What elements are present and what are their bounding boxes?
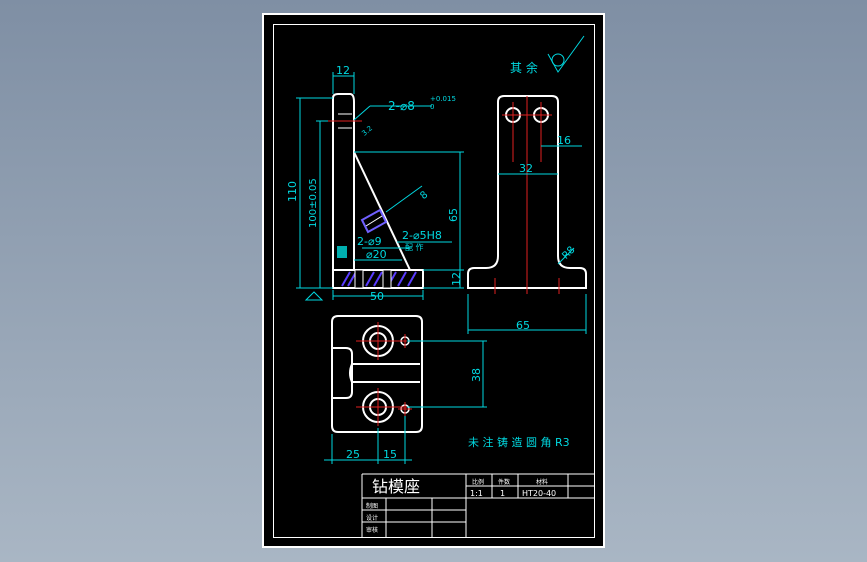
dim-hole-callout: 2-⌀8 — [388, 99, 415, 113]
dim-rib-height: 65 — [447, 208, 460, 222]
dim-top-width: 12 — [336, 64, 350, 77]
drawing-frame — [273, 24, 595, 538]
roughness-symbol — [547, 35, 585, 73]
top-slot-left — [332, 347, 353, 399]
dim-counterbore: ⌀20 — [366, 248, 387, 261]
dim-hole-tol-lower: 0 — [430, 103, 434, 111]
top-dim-hole-spacing: 38 — [470, 368, 483, 382]
pin-hole-section — [360, 208, 388, 234]
front-plate-outline — [332, 93, 355, 270]
top-slot — [349, 363, 420, 383]
front-rib-outline — [353, 151, 411, 271]
dim-match-note: 配 作 — [405, 242, 424, 252]
drawing-sheet: 12 2-⌀8 +0.015 0 3.2 110 100±0.05 65 12 … — [262, 13, 605, 548]
side-dim-neck-width: 32 — [519, 162, 533, 175]
dim-total-height: 110 — [286, 181, 299, 202]
front-view — [296, 72, 464, 301]
top-view — [324, 315, 487, 464]
roughness-note: 其 余 — [510, 60, 538, 75]
quantity-value: 1 — [500, 489, 505, 498]
dim-roughness-small: 3.2 — [360, 124, 374, 137]
checked-label: 审核 — [366, 526, 378, 534]
scale-value: 1:1 — [470, 489, 483, 498]
cad-drawing: 12 2-⌀8 +0.015 0 3.2 110 100±0.05 65 12 … — [286, 35, 594, 538]
side-dim-hole-spacing: 16 — [557, 134, 571, 147]
dim-hole-tol-upper: +0.015 — [430, 95, 456, 103]
header-qty: 件数 — [498, 478, 510, 486]
title-block — [361, 473, 594, 538]
base-hatch — [341, 271, 417, 287]
top-dim-left: 25 — [346, 448, 360, 461]
part-name: 钻模座 — [372, 477, 420, 496]
dim-center-height: 100±0.05 — [308, 178, 319, 228]
side-view — [467, 95, 587, 334]
casting-note: 未 注 铸 造 圆 角 R3 — [468, 435, 570, 449]
material-value: HT20-40 — [522, 489, 556, 498]
dim-width: 50 — [370, 290, 384, 303]
front-base-outline — [332, 269, 424, 289]
header-material: 材料 — [536, 478, 548, 486]
designed-label: 设计 — [366, 514, 378, 522]
top-view-outline — [331, 315, 423, 433]
header-scale: 比例 — [472, 478, 484, 486]
drawn-label: 制图 — [366, 502, 378, 510]
dim-base-height: 12 — [450, 272, 463, 286]
dim-pin-holes: 2-⌀5H8 — [402, 229, 442, 242]
dim-bolt-holes: 2-⌀9 — [357, 235, 382, 248]
dim-rib-thickness: 8 — [418, 189, 430, 202]
side-view-outline — [467, 95, 587, 289]
roughness-circle — [551, 53, 565, 67]
side-dim-base-width: 65 — [516, 319, 530, 332]
top-dim-right: 15 — [383, 448, 397, 461]
